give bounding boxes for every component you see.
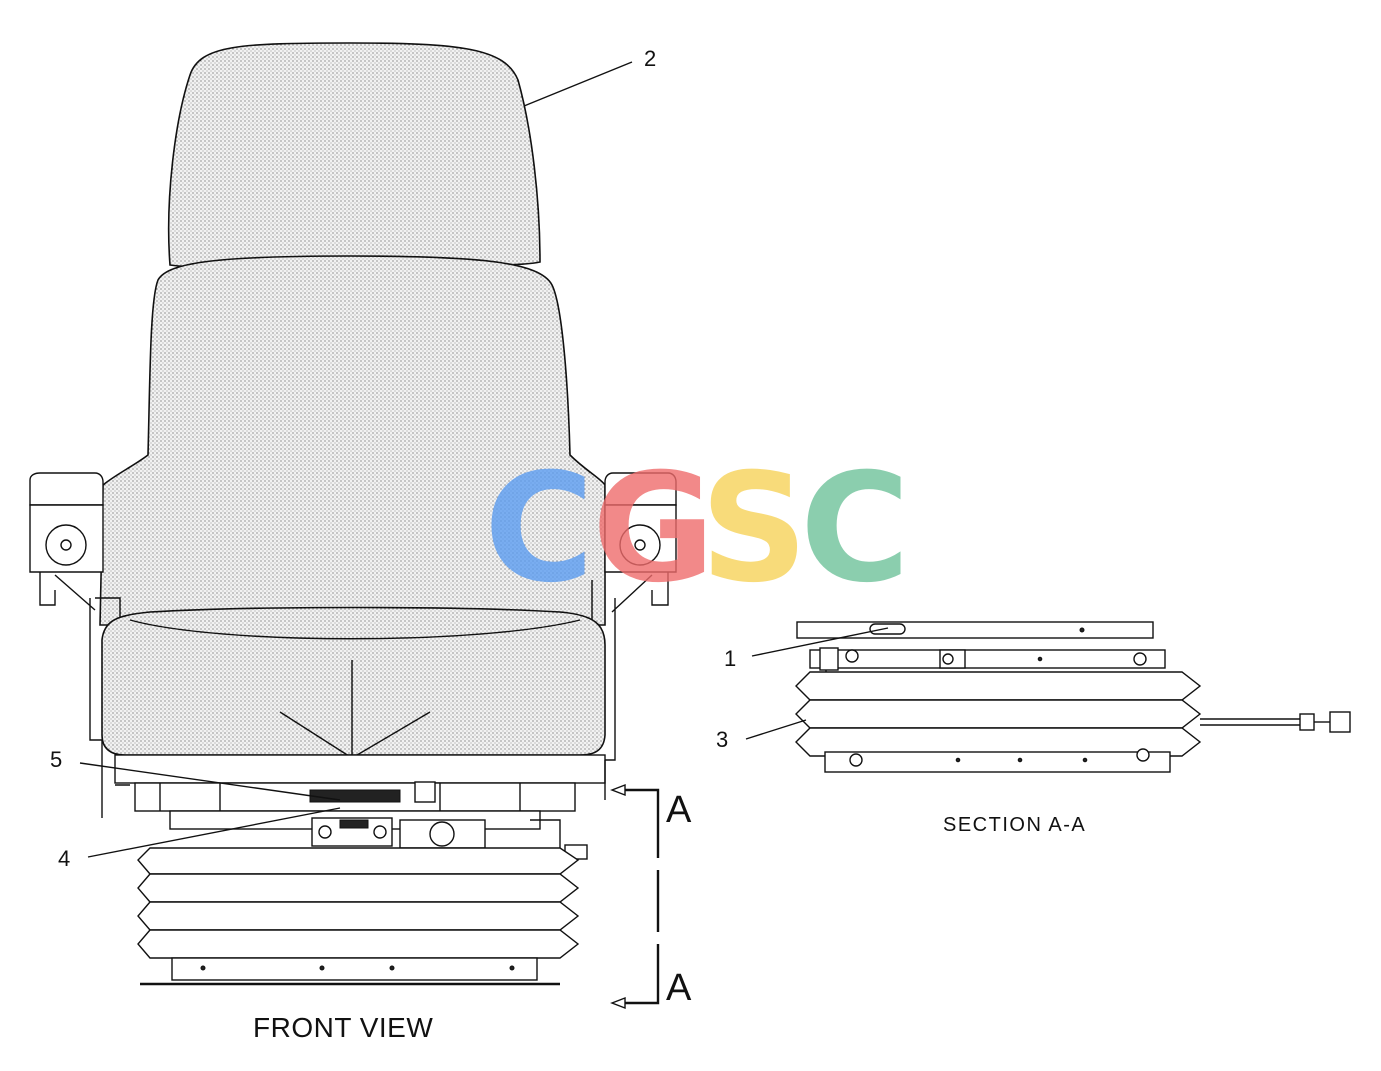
section-letter-bottom: A xyxy=(666,967,692,1009)
leader-5 xyxy=(79,762,341,801)
callout-5: 5 xyxy=(50,747,62,772)
svg-text:C: C xyxy=(800,442,910,616)
svg-text:C: C xyxy=(484,442,594,616)
leader-2 xyxy=(523,61,633,107)
headrest xyxy=(167,42,541,268)
suspension-bellows xyxy=(137,847,580,986)
front-view-title: FRONT VIEW xyxy=(253,1012,433,1043)
cgsc-watermark-logo: C G S C xyxy=(484,442,910,616)
callout-1: 1 xyxy=(724,646,736,671)
callout-3: 3 xyxy=(716,727,728,752)
slide-mechanism xyxy=(101,740,606,861)
backrest xyxy=(99,255,606,626)
cable xyxy=(1200,718,1300,726)
svg-text:G: G xyxy=(592,442,715,616)
leader-1 xyxy=(751,627,889,657)
section-view-title: SECTION A-A xyxy=(943,814,1086,836)
leader-3 xyxy=(745,719,807,740)
section-letter-top: A xyxy=(666,789,692,831)
svg-text:S: S xyxy=(700,442,808,616)
section-cut-marker: A A xyxy=(610,783,692,1010)
callout-4: 4 xyxy=(58,846,70,871)
callout-2: 2 xyxy=(644,46,656,71)
front-view: A A 2 5 4 FRONT VIEW xyxy=(29,42,692,1043)
armrest-right xyxy=(591,472,677,761)
section-a-a-view: 1 3 SECTION A-A xyxy=(716,621,1351,836)
leader-4 xyxy=(87,807,341,858)
armrest-left xyxy=(29,472,121,741)
connector xyxy=(1299,713,1315,731)
